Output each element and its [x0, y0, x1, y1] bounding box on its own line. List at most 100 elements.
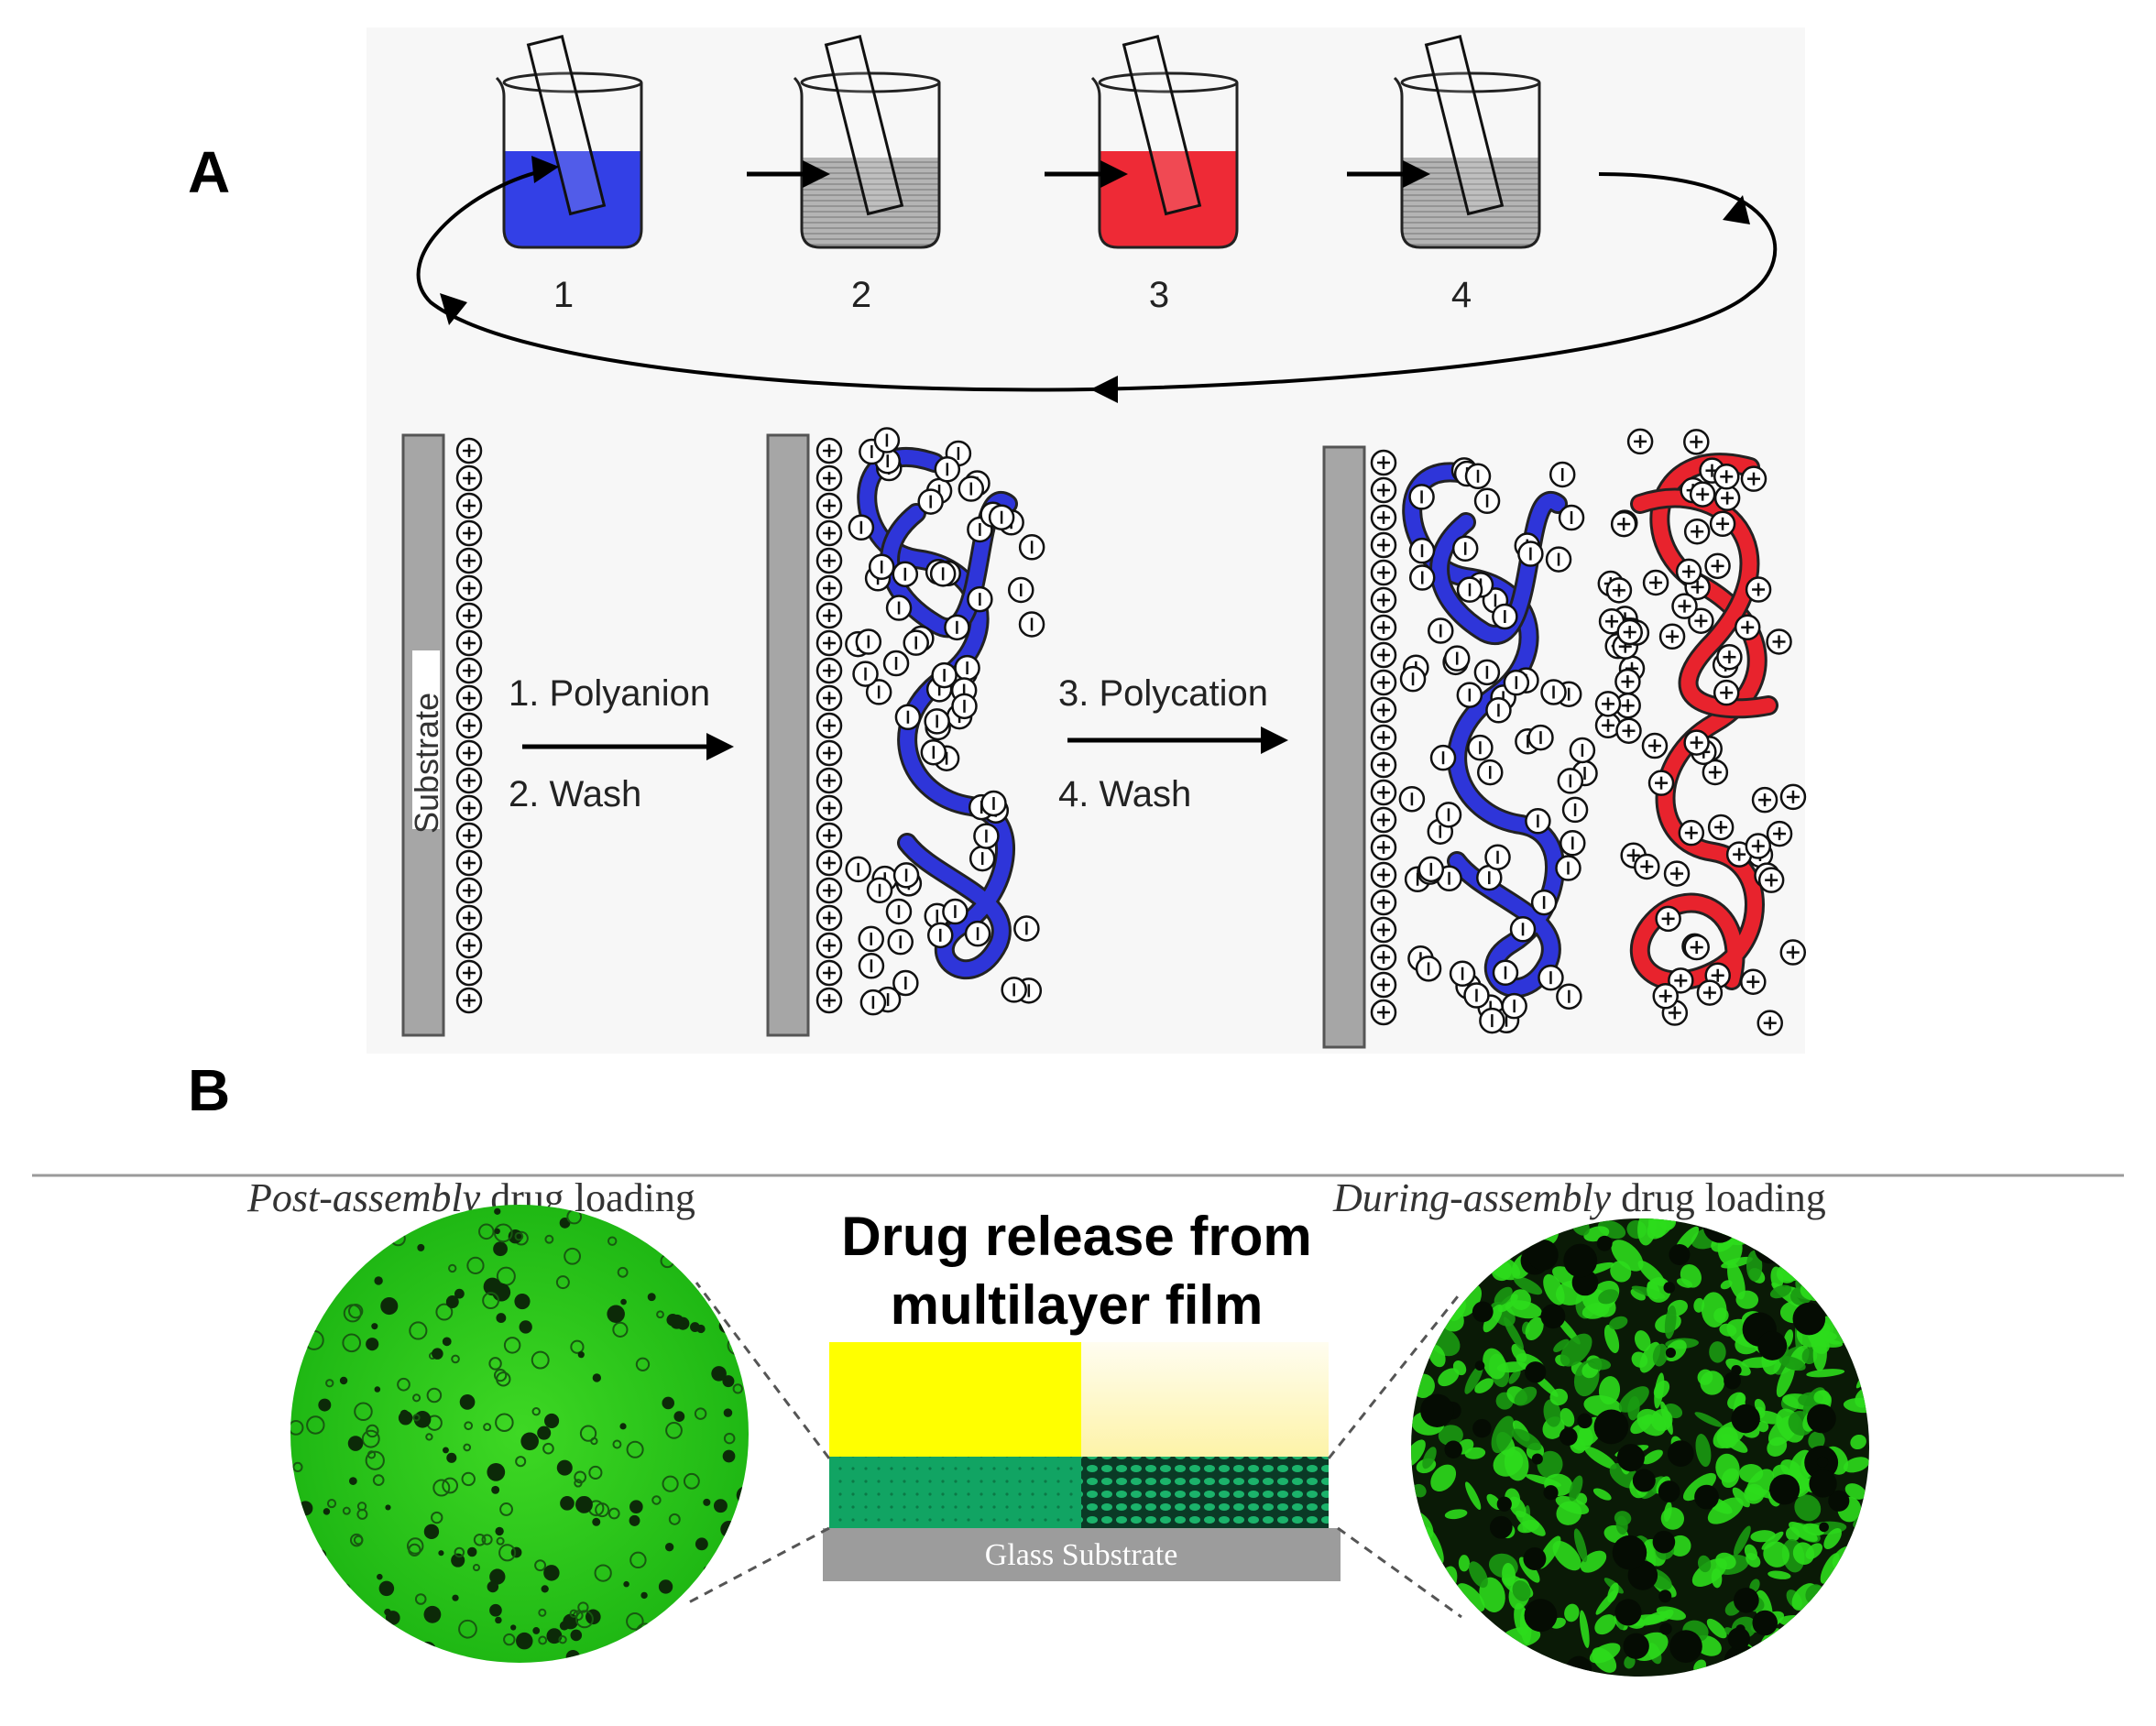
slide-icon	[1424, 35, 1505, 216]
minus-ion-icon	[866, 877, 893, 904]
plus-ion-icon	[1757, 1010, 1783, 1036]
plus-ion-icon	[815, 849, 843, 877]
plus-ion-icon	[1370, 696, 1397, 724]
plus-ion-icon	[455, 959, 483, 987]
plus-ion-icon	[455, 464, 483, 492]
plus-ion-icon	[1652, 983, 1679, 1010]
minus-ion-icon	[885, 595, 913, 621]
beaker-icon: 4	[1393, 35, 1541, 315]
left-caption-italic: Post-assembly	[246, 1175, 481, 1220]
plus-ion-icon	[455, 877, 483, 904]
plus-ion-icon	[1704, 552, 1731, 580]
minus-ion-icon	[1464, 463, 1492, 490]
minus-ion-icon	[1473, 659, 1501, 686]
plus-ion-icon	[815, 684, 843, 712]
slide-icon	[1122, 35, 1202, 216]
plus-ion-icon	[1647, 770, 1675, 796]
plus-ion-icon	[1370, 971, 1397, 999]
minus-ion-icon	[964, 920, 991, 947]
minus-ion-icon	[1013, 915, 1040, 942]
minus-ion-icon	[929, 561, 957, 587]
minus-ion-icon	[1485, 697, 1512, 724]
beaker-icon: 2	[793, 35, 941, 315]
minus-ion-icon	[892, 862, 920, 889]
plus-ion-icon	[1725, 841, 1753, 868]
plus-ion-icon	[455, 629, 483, 657]
beaker-icon: 3	[1090, 35, 1239, 315]
plus-ion-icon	[455, 739, 483, 767]
minus-ion-icon	[934, 456, 961, 483]
minus-ion-icon	[1561, 796, 1589, 824]
plus-ion-icon	[455, 684, 483, 712]
minus-ion-icon	[1492, 959, 1519, 987]
minus-ion-icon	[1001, 977, 1027, 1003]
plus-ion-icon	[815, 904, 843, 932]
film-schematic: Glass Substrate	[823, 1342, 1341, 1581]
figure-title-line2: multilayer film	[891, 1274, 1264, 1336]
drug-release-layer-right	[1081, 1342, 1329, 1457]
minus-ion-icon	[1556, 983, 1582, 1010]
plus-ion-icon	[815, 877, 843, 904]
minus-ion-icon	[1525, 808, 1551, 835]
loop-arrowhead-icon	[440, 293, 467, 325]
plus-ion-icon	[455, 547, 483, 574]
substrate-label-box	[412, 650, 440, 829]
right-caption-italic: During-assembly	[1332, 1175, 1612, 1220]
multilayer-film-left	[829, 1457, 1081, 1528]
plus-ion-icon	[1658, 623, 1686, 650]
plus-ion-icon	[455, 932, 483, 959]
plus-ion-icon	[1642, 569, 1669, 596]
minus-ion-icon	[1484, 844, 1511, 870]
plus-ion-icon	[455, 904, 483, 932]
minus-ion-icon	[944, 614, 970, 641]
plus-ion-icon	[1702, 759, 1729, 786]
beaker-number: 2	[851, 275, 871, 315]
panel-b-letter: B	[188, 1057, 230, 1123]
plus-ion-icon	[1716, 643, 1743, 671]
plus-ion-icon	[1370, 806, 1397, 834]
minus-ion-icon	[1476, 759, 1504, 786]
substrate-label: Substrate	[408, 693, 445, 834]
plus-ion-icon	[815, 574, 843, 602]
step1-label: 1. Polyanion	[509, 673, 710, 714]
plus-ion-icon	[815, 987, 843, 1014]
plus-ion-icon	[815, 437, 843, 464]
minus-ion-icon	[855, 628, 882, 655]
figure-title-line1: Drug release from	[841, 1206, 1312, 1267]
plus-ion-icon	[1713, 464, 1740, 490]
plus-ion-icon	[1689, 481, 1716, 508]
minus-ion-icon	[1456, 576, 1483, 603]
minus-ion-icon	[848, 514, 875, 541]
glass-substrate-label: Glass Substrate	[985, 1538, 1178, 1572]
plus-ion-icon	[1370, 449, 1397, 476]
minus-ion-icon	[1463, 982, 1490, 1009]
minus-ion-icon	[927, 922, 954, 949]
plus-ion-icon	[1370, 861, 1397, 889]
plus-ion-icon	[1370, 531, 1397, 559]
minus-ion-icon	[967, 585, 993, 613]
multilayer-film-right	[1081, 1457, 1329, 1528]
plus-ion-icon	[455, 987, 483, 1014]
minus-ion-icon	[858, 925, 884, 953]
plus-ion-icon	[1688, 607, 1714, 634]
minus-ion-icon	[1449, 960, 1476, 988]
minus-ion-icon	[1555, 855, 1581, 881]
minus-ion-icon	[1509, 916, 1537, 943]
step4-label: 4. Wash	[1058, 774, 1191, 814]
minus-ion-icon	[868, 553, 895, 581]
plus-ion-icon	[1370, 504, 1397, 531]
panel-a-letter: A	[188, 139, 230, 205]
minus-ion-icon	[1557, 768, 1584, 794]
minus-ion-icon	[852, 661, 879, 687]
plus-ion-icon	[1370, 751, 1397, 779]
minus-ion-icon	[942, 898, 969, 925]
plus-ion-icon	[1734, 614, 1761, 641]
plus-ion-icon	[1766, 628, 1792, 655]
plus-ion-icon	[1370, 724, 1397, 751]
plus-ion-icon	[455, 492, 483, 519]
plus-ion-icon	[1370, 916, 1397, 944]
plus-ion-icon	[1370, 889, 1397, 916]
plus-ion-icon	[1766, 820, 1793, 847]
minus-ion-icon	[1492, 603, 1518, 630]
